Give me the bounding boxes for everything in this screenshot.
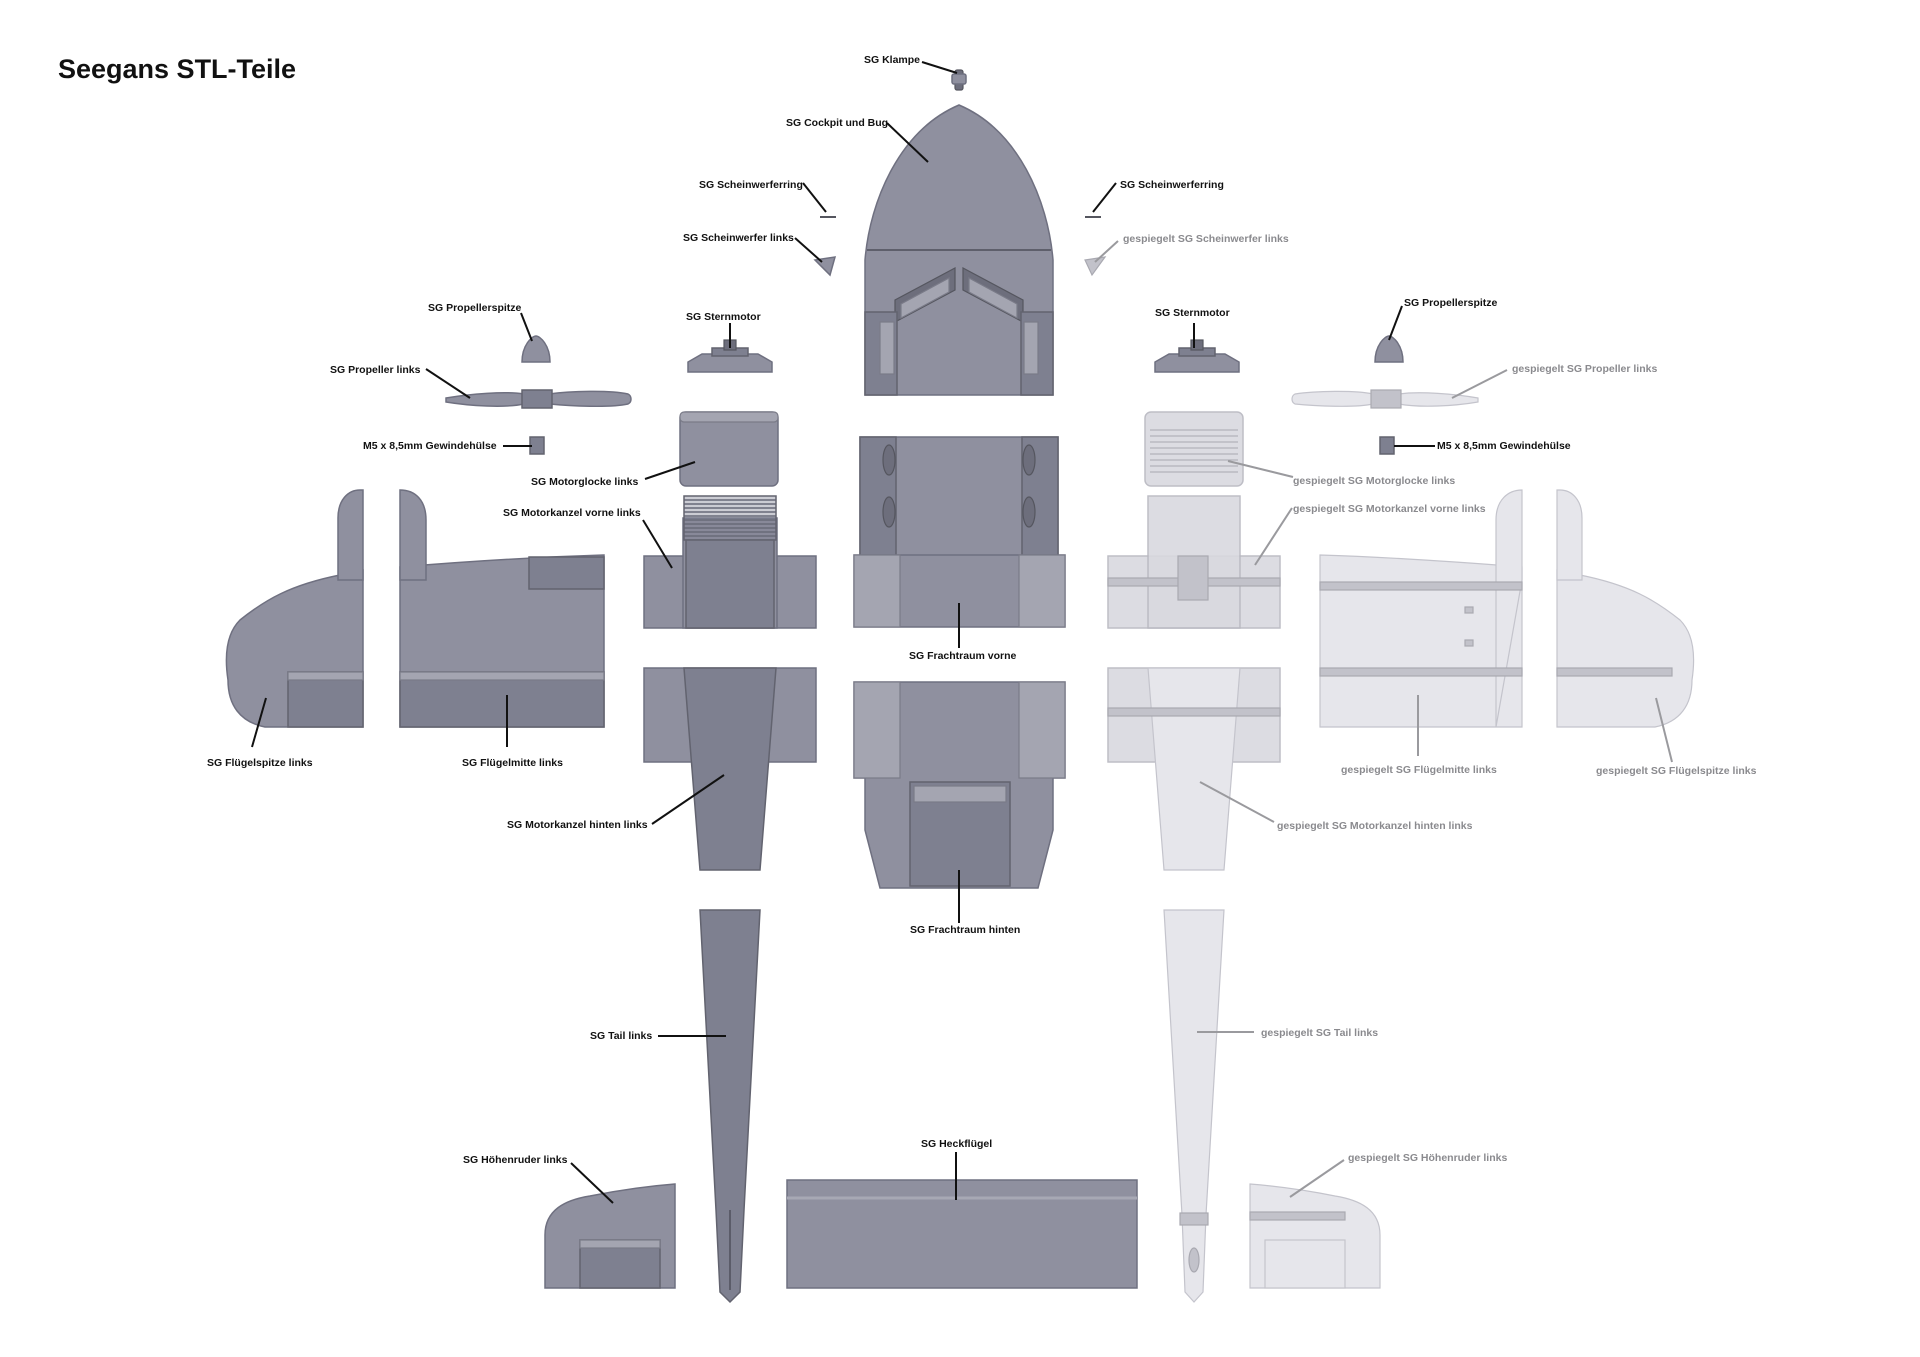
part-sternmotor-right [1154, 339, 1240, 373]
label-frachtraum-hinten: SG Frachtraum hinten [910, 924, 1020, 936]
label-hoehenruder-mirror: gespiegelt SG Höhenruder links [1348, 1152, 1507, 1164]
label-fluegelmitte-links: SG Flügelmitte links [462, 757, 563, 769]
part-scheinwerfer-mirror [1084, 256, 1107, 277]
label-frachtraum-vorne: SG Frachtraum vorne [909, 650, 1017, 662]
part-propellerspitze-right [1374, 335, 1404, 363]
part-propellerspitze-left [521, 335, 551, 363]
part-tail-mirror [1163, 909, 1225, 1303]
page-title: Seegans STL-Teile [58, 54, 297, 84]
label-propellerspitze-left: SG Propellerspitze [428, 302, 522, 314]
label-hoehenruder-links: SG Höhenruder links [463, 1154, 568, 1166]
label-scheinwerferring-right: SG Scheinwerferring [1120, 179, 1224, 191]
label-scheinwerferring-left: SG Scheinwerferring [699, 179, 803, 191]
part-motorglocke-links [679, 411, 779, 487]
label-heckfluegel: SG Heckflügel [921, 1138, 992, 1150]
part-frachtraum-vorne [853, 436, 1066, 628]
part-motorkanzel-vorne-mirror [1107, 495, 1281, 629]
part-fluegelspitze-links [225, 489, 364, 728]
label-motorkanzel-vorne-mirror: gespiegelt SG Motorkanzel vorne links [1293, 503, 1486, 515]
label-tail-mirror: gespiegelt SG Tail links [1261, 1027, 1378, 1039]
part-motorglocke-mirror [1144, 411, 1244, 487]
part-gewindehuelse-left [529, 436, 545, 455]
label-motorkanzel-vorne-links: SG Motorkanzel vorne links [503, 507, 641, 519]
label-scheinwerfer-links: SG Scheinwerfer links [683, 232, 794, 244]
label-scheinwerfer-mirror: gespiegelt SG Scheinwerfer links [1123, 233, 1289, 245]
label-propeller-mirror: gespiegelt SG Propeller links [1512, 363, 1657, 375]
part-hoehenruder-mirror [1249, 1183, 1381, 1289]
label-fluegelmitte-mirror: gespiegelt SG Flügelmitte links [1341, 764, 1497, 776]
labels: SG Klampe SG Cockpit und Bug SG Scheinwe… [207, 54, 1757, 1166]
part-heckfluegel [786, 1179, 1138, 1289]
part-propeller-mirror [1291, 389, 1479, 409]
label-propeller-links: SG Propeller links [330, 364, 421, 376]
leader-lines [251, 61, 1673, 1204]
label-motorglocke-mirror: gespiegelt SG Motorglocke links [1293, 475, 1455, 487]
label-tail-links: SG Tail links [590, 1030, 652, 1042]
label-sternmotor-left: SG Sternmotor [686, 311, 761, 323]
part-propeller-links [445, 389, 632, 409]
part-fluegelmitte-links [399, 489, 605, 728]
part-motorkanzel-hinten-mirror [1107, 667, 1281, 871]
label-sternmotor-right: SG Sternmotor [1155, 307, 1230, 319]
part-frachtraum-hinten [853, 681, 1066, 889]
label-motorkanzel-hinten-links: SG Motorkanzel hinten links [507, 819, 648, 831]
label-gewindehuelse-left: M5 x 8,5mm Gewindehülse [363, 440, 497, 452]
label-gewindehuelse-right: M5 x 8,5mm Gewindehülse [1437, 440, 1571, 452]
label-fluegelspitze-links: SG Flügelspitze links [207, 757, 313, 769]
part-klampe [951, 69, 967, 91]
part-motorkanzel-hinten-links [643, 667, 817, 871]
part-motorkanzel-vorne-links [643, 495, 817, 629]
part-tail-links [699, 909, 761, 1304]
part-cockpit-und-bug [864, 104, 1054, 396]
part-fluegelspitze-mirror [1556, 489, 1695, 728]
part-fluegelmitte-mirror [1319, 489, 1523, 728]
label-motorkanzel-hinten-mirror: gespiegelt SG Motorkanzel hinten links [1277, 820, 1473, 832]
label-motorglocke-links: SG Motorglocke links [531, 476, 639, 488]
label-propellerspitze-right: SG Propellerspitze [1404, 297, 1498, 309]
label-fluegelspitze-mirror: gespiegelt SG Flügelspitze links [1596, 765, 1757, 777]
part-hoehenruder-links [544, 1183, 676, 1289]
label-cockpit-bug: SG Cockpit und Bug [786, 117, 888, 129]
label-klampe: SG Klampe [864, 54, 920, 66]
part-gewindehuelse-right [1379, 436, 1395, 455]
